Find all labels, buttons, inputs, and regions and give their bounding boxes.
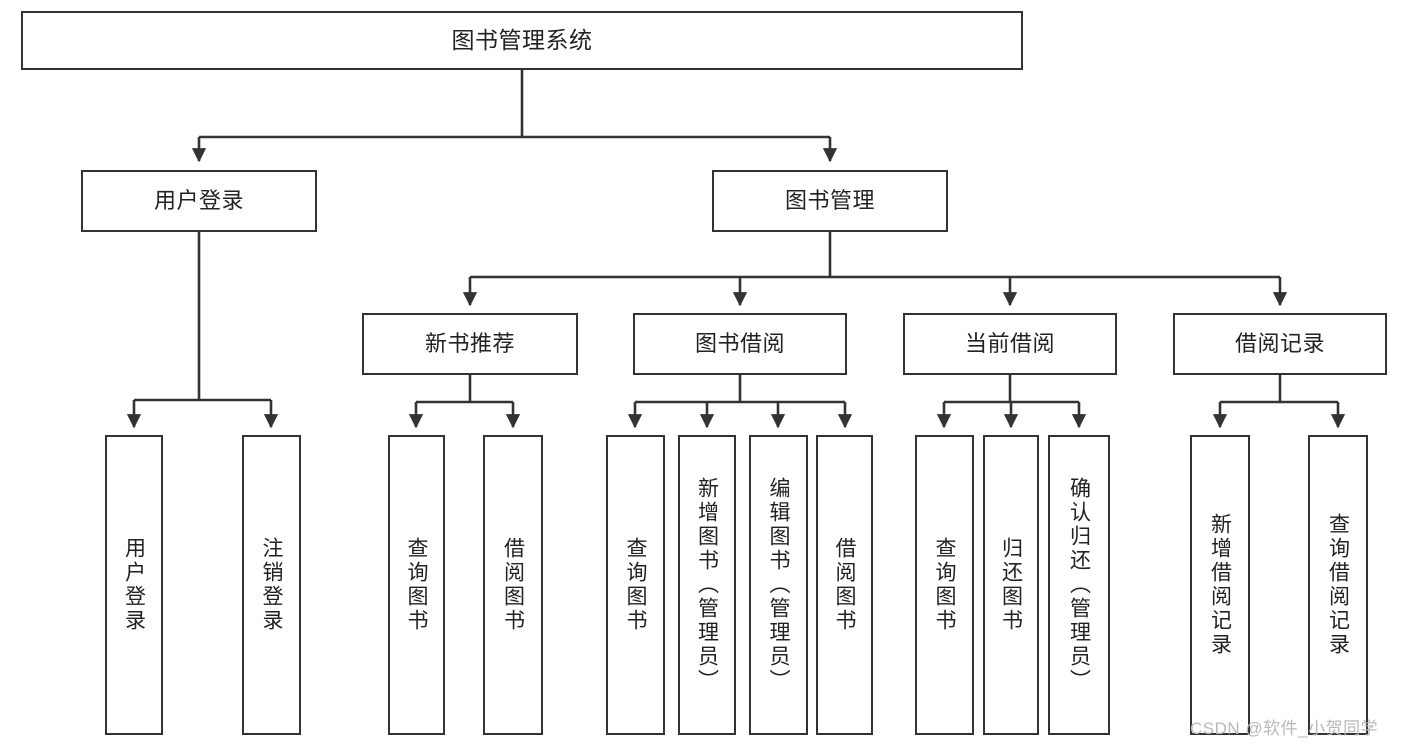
node-leaf-add-record-label: 新增借阅记录 [1208, 513, 1232, 657]
node-leaf-borrow-book-rec[interactable]: 借阅图书 [483, 435, 543, 735]
node-root[interactable]: 图书管理系统 [21, 11, 1023, 70]
node-leaf-user-logout-label: 注销登录 [260, 537, 283, 633]
node-leaf-user-login-label: 用户登录 [122, 537, 146, 633]
node-leaf-add-record[interactable]: 新增借阅记录 [1190, 435, 1250, 735]
node-leaf-query-book-current[interactable]: 查询图书 [915, 435, 974, 735]
node-leaf-add-book[interactable]: 新增图书（管理员） [678, 435, 736, 735]
node-leaf-query-book-rec-label: 查询图书 [405, 537, 428, 633]
node-leaf-confirm-return-label: 确认归还（管理员） [1067, 477, 1091, 693]
node-book-borrow-label: 图书借阅 [694, 331, 785, 357]
node-leaf-edit-book[interactable]: 编辑图书（管理员） [749, 435, 808, 735]
node-leaf-borrow-book[interactable]: 借阅图书 [816, 435, 873, 735]
node-leaf-query-book-borrow-label: 查询图书 [624, 537, 647, 633]
node-current-borrow-label: 当前借阅 [964, 331, 1055, 357]
node-book-manage-label: 图书管理 [784, 188, 875, 214]
node-borrow-record-label: 借阅记录 [1234, 331, 1325, 357]
node-leaf-edit-book-label: 编辑图书（管理员） [767, 477, 790, 693]
node-new-book-rec[interactable]: 新书推荐 [362, 313, 578, 375]
node-new-book-rec-label: 新书推荐 [424, 331, 515, 357]
node-leaf-borrow-book-rec-label: 借阅图书 [501, 537, 525, 633]
node-leaf-return-book[interactable]: 归还图书 [983, 435, 1039, 735]
node-leaf-user-login[interactable]: 用户登录 [105, 435, 163, 735]
node-leaf-user-logout[interactable]: 注销登录 [242, 435, 301, 735]
node-leaf-query-book-rec[interactable]: 查询图书 [388, 435, 445, 735]
node-user-login-label: 用户登录 [153, 188, 244, 214]
node-root-label: 图书管理系统 [451, 27, 593, 54]
node-user-login[interactable]: 用户登录 [81, 170, 317, 232]
node-leaf-return-book-label: 归还图书 [999, 537, 1023, 633]
node-leaf-query-book-current-label: 查询图书 [933, 537, 956, 633]
node-leaf-query-record[interactable]: 查询借阅记录 [1308, 435, 1368, 735]
node-book-borrow[interactable]: 图书借阅 [633, 313, 847, 375]
node-leaf-query-record-label: 查询借阅记录 [1326, 513, 1350, 657]
node-leaf-query-book-borrow[interactable]: 查询图书 [606, 435, 665, 735]
watermark-text: CSDN @软件_小贺同学 [1190, 719, 1379, 738]
node-leaf-borrow-book-label: 借阅图书 [833, 537, 856, 633]
node-leaf-add-book-label: 新增图书（管理员） [695, 477, 719, 693]
node-current-borrow[interactable]: 当前借阅 [903, 313, 1117, 375]
node-borrow-record[interactable]: 借阅记录 [1173, 313, 1387, 375]
node-book-manage[interactable]: 图书管理 [712, 170, 948, 232]
node-leaf-confirm-return[interactable]: 确认归还（管理员） [1048, 435, 1110, 735]
